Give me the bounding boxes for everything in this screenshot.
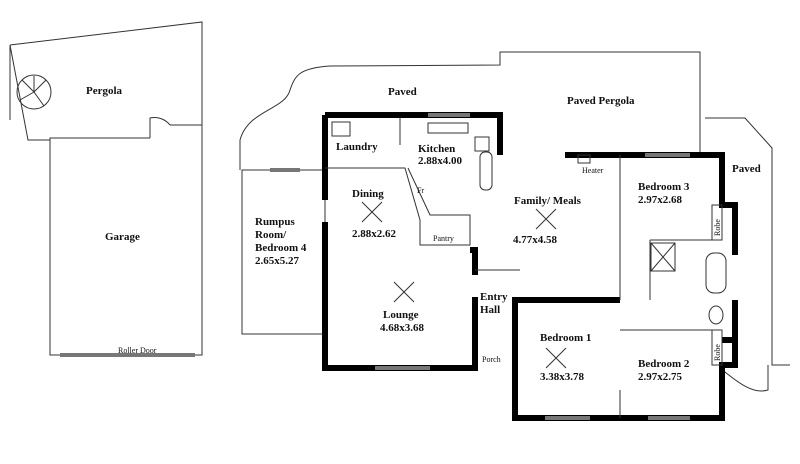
heater-label: Heater [582, 166, 604, 175]
garage-label: Garage [105, 231, 140, 243]
paved-outline [239, 51, 701, 170]
paved-label: Paved [388, 86, 417, 98]
robe-label-2: Robe [713, 344, 722, 361]
bedroom1-label: Bedroom 1 [540, 332, 591, 344]
fixtures [331, 121, 727, 366]
lounge-size: 4.68x3.68 [380, 322, 425, 334]
paved-right-label: Paved [732, 163, 761, 175]
laundry-label: Laundry [336, 141, 378, 153]
bedroom2-label: Bedroom 2 [638, 358, 690, 370]
lounge-label: Lounge [383, 309, 419, 321]
fridge-label: Fr [417, 186, 424, 195]
rumpus-label-3: Bedroom 4 [255, 242, 307, 254]
roller-door-label: Roller Door [118, 346, 157, 355]
paved-pergola-label: Paved Pergola [567, 95, 635, 107]
kitchen-size: 2.88x4.00 [418, 155, 463, 167]
garage-structure [9, 21, 203, 357]
tree-icon [16, 74, 52, 110]
rumpus-label-2: Room/ [255, 229, 287, 241]
bedroom3-label: Bedroom 3 [638, 181, 690, 193]
pergola-label: Pergola [86, 85, 123, 97]
family-label: Family/ Meals [514, 195, 582, 207]
dining-size: 2.88x2.62 [352, 228, 397, 240]
bedroom2-size: 2.97x2.75 [638, 371, 683, 383]
ceiling-fan-icon [393, 281, 415, 303]
entry-label-2: Hall [480, 304, 500, 316]
rumpus-size: 2.65x5.27 [255, 255, 300, 267]
bedroom3-size: 2.97x2.68 [638, 194, 683, 206]
pantry-label: Pantry [433, 234, 454, 243]
kitchen-label: Kitchen [418, 143, 455, 155]
family-size: 4.77x4.58 [513, 234, 558, 246]
ceiling-fan-icon [535, 208, 557, 230]
ceiling-fan-icon [545, 347, 567, 369]
dining-label: Dining [352, 188, 384, 200]
rumpus-label-1: Rumpus [255, 216, 295, 228]
robe-label: Robe [713, 219, 722, 236]
entry-label-1: Entry [480, 291, 508, 303]
ceiling-fan-icon [361, 201, 383, 223]
bedroom1-size: 3.38x3.78 [540, 371, 585, 383]
porch-label: Porch [482, 355, 501, 364]
